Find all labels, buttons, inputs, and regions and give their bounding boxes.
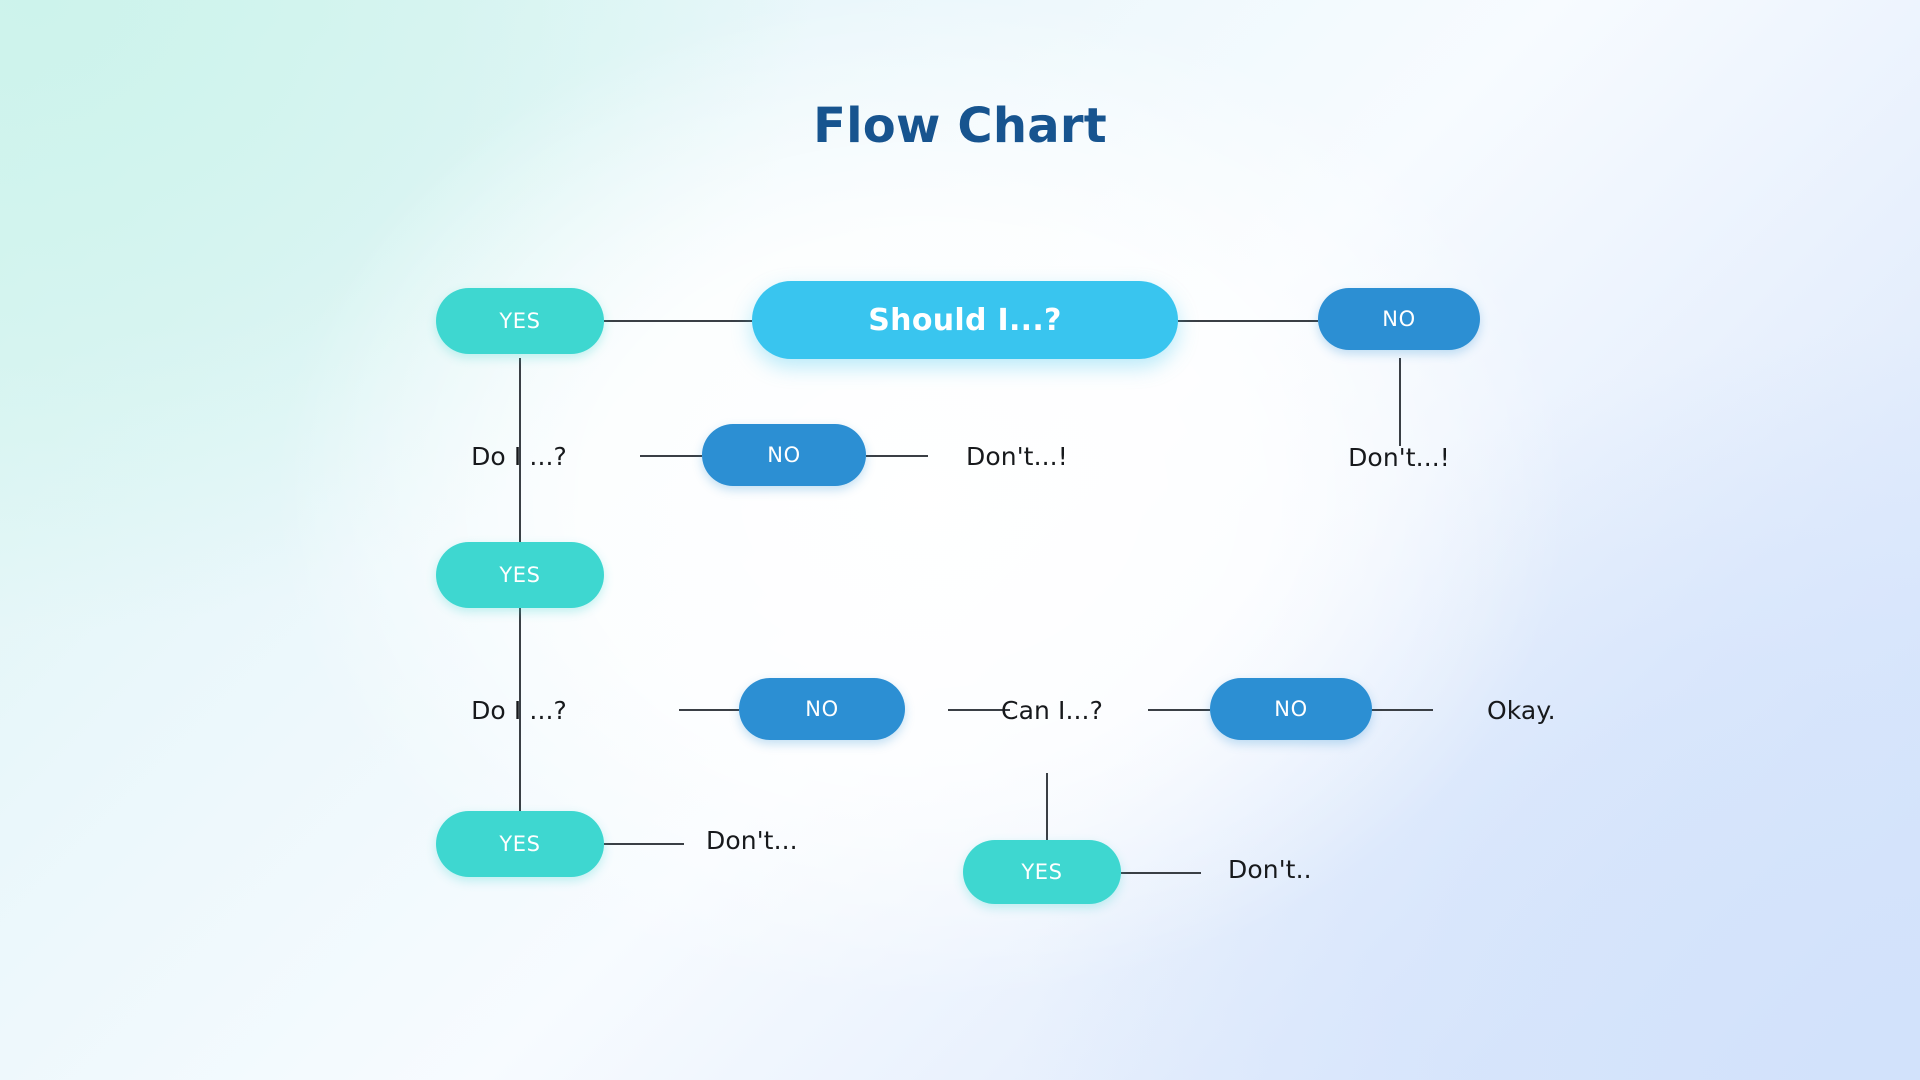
connector-root-to-no1	[1178, 320, 1318, 322]
connector-cani-to-no4	[1148, 709, 1210, 711]
node-label: NO	[767, 443, 801, 467]
label-do-i-1: Do I ...?	[471, 442, 567, 471]
node-yes-4[interactable]: YES	[963, 840, 1121, 904]
connector-no4-to-okay	[1371, 709, 1433, 711]
node-label: NO	[1382, 307, 1416, 331]
node-yes-2[interactable]: YES	[436, 542, 604, 608]
label-do-i-2: Do I ...?	[471, 696, 567, 725]
connector-yes3-to-dont	[604, 843, 684, 845]
node-label: YES	[499, 563, 541, 587]
node-label: NO	[1274, 697, 1308, 721]
node-root-should-i[interactable]: Should I...?	[752, 281, 1178, 359]
connector-doi1-to-yes2	[519, 475, 521, 575]
node-no-1[interactable]: NO	[1318, 288, 1480, 350]
label-dont-bottom-1: Don't...	[706, 826, 798, 855]
node-no-4[interactable]: NO	[1210, 678, 1372, 740]
label-dont-right-1: Don't...!	[966, 442, 1068, 471]
connector-doi1-to-no2	[640, 455, 702, 457]
connector-doi2-to-no3	[679, 709, 739, 711]
node-no-2[interactable]: NO	[702, 424, 866, 486]
label-can-i: Can I...?	[1001, 696, 1103, 725]
node-label: YES	[499, 309, 541, 333]
connector-yes1-to-doi1	[519, 358, 521, 488]
node-yes-3[interactable]: YES	[436, 811, 604, 877]
connector-no2-to-dont	[866, 455, 928, 457]
connector-yes1-to-root	[604, 320, 752, 322]
label-dont-right-2: Don't...!	[1348, 443, 1450, 472]
page-title: Flow Chart	[813, 98, 1107, 154]
connector-yes4-to-dont	[1121, 872, 1201, 874]
node-no-3[interactable]: NO	[739, 678, 905, 740]
node-label: Should I...?	[868, 302, 1062, 338]
node-label: NO	[805, 697, 839, 721]
node-yes-1[interactable]: YES	[436, 288, 604, 354]
label-okay: Okay.	[1487, 696, 1556, 725]
node-label: YES	[499, 832, 541, 856]
connector-no1-to-dont	[1399, 358, 1401, 446]
connector-yes2-to-doi2	[519, 538, 521, 698]
connector-cani-to-yes4	[1046, 773, 1048, 863]
node-label: YES	[1021, 860, 1063, 884]
connector-no3-to-cani	[948, 709, 1010, 711]
connector-doi2-to-yes3	[519, 682, 521, 822]
label-dont-bottom-2: Don't..	[1228, 855, 1312, 884]
